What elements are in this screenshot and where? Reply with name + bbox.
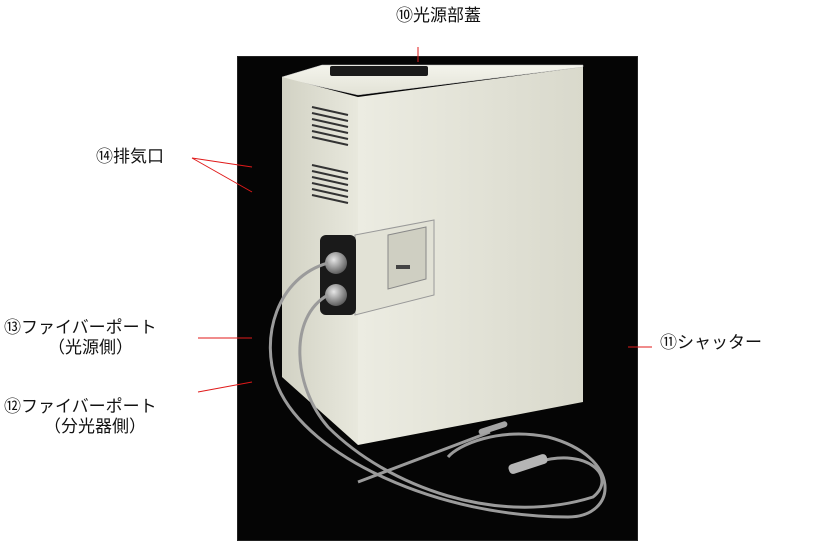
label-shutter: ⑪シャッター	[660, 333, 762, 353]
fiber-port-top	[325, 252, 347, 274]
label-fiber-port-light-source: ⑬ファイバーポート （光源側）	[4, 318, 157, 358]
label-fiber-port-spectrometer: ⑫ファイバーポート （分光器側）	[4, 397, 157, 437]
label-fiber-port-spectrometer-text: ⑫ファイバーポート	[4, 397, 157, 417]
exhaust-vents	[311, 106, 349, 204]
fiber-ferrule	[508, 454, 548, 474]
fiber-probe	[478, 421, 508, 435]
fiber-port-bottom	[325, 284, 347, 306]
housing-front	[358, 67, 583, 445]
label-light-source-cover-text: ⑩光源部蓋	[396, 6, 481, 26]
fiber-cables	[268, 261, 607, 519]
top-cover-handle	[330, 66, 428, 76]
label-light-source-cover: ⑩光源部蓋	[396, 6, 481, 26]
device-illustration	[268, 64, 607, 519]
device-photo	[237, 56, 638, 541]
label-shutter-text: ⑪シャッター	[660, 333, 762, 353]
label-exhaust-port: ⑭排気口	[96, 147, 164, 167]
label-fiber-port-light-source-sub: （光源側）	[48, 338, 133, 358]
label-fiber-port-light-source-text: ⑬ファイバーポート	[4, 318, 157, 338]
label-exhaust-port-text: ⑭排気口	[96, 147, 164, 167]
label-fiber-port-spectrometer-sub: （分光器側）	[44, 417, 146, 437]
